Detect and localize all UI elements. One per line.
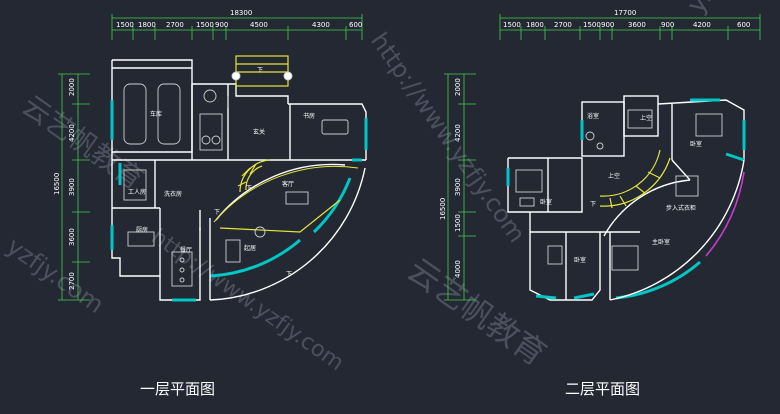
- dim-left-4: 3600: [68, 228, 76, 246]
- f2-dim-top-5: 900: [601, 21, 614, 29]
- f2-dim-top-9: 600: [737, 21, 750, 29]
- floor2-dimension-labels: 17700 1500 1800 2700 1500 900 3600 900 4…: [439, 9, 750, 278]
- floor1-stair: [213, 55, 359, 233]
- floor1-furniture: [123, 71, 349, 287]
- room-laundry: 洗衣房: [164, 190, 182, 198]
- floor2-stair: [599, 149, 671, 209]
- f2-dim-left-3: 3900: [454, 178, 462, 196]
- floor2-room-labels: 上空 浴室 卧室 卧室 上空 步入式衣柜 主卧室 卧室 下: [540, 112, 702, 264]
- watermark-cn-left: 云艺帆教育: [16, 89, 150, 196]
- floor1-dimensions: [58, 14, 363, 301]
- dim-top-2: 1800: [138, 21, 156, 29]
- room-dining: 餐厅: [180, 246, 192, 254]
- f2-dim-top-3: 2700: [554, 21, 572, 29]
- f2-dim-total-left: 16500: [439, 198, 447, 220]
- room-foyer: 玄关: [253, 128, 265, 136]
- watermark-domain-top: yzfjy: [681, 0, 740, 19]
- room-study: 书房: [303, 112, 315, 120]
- dim-left-5: 2700: [68, 272, 76, 290]
- dim-top-4: 1500: [196, 21, 214, 29]
- dim-total-left: 16500: [53, 173, 61, 195]
- f2-dim-left-2: 4200: [454, 124, 462, 142]
- f2-dim-top-2: 1800: [526, 21, 544, 29]
- floor2-fan-walls: [603, 159, 745, 301]
- f2-room-bedroom-b: 卧室: [540, 198, 552, 206]
- room-garage: 车库: [150, 110, 162, 118]
- f2-dim-top-4: 1500: [583, 21, 601, 29]
- f2-dim-top-7: 900: [661, 21, 674, 29]
- floor1-dimension-labels: 18300 1500 1800 2700 1500 900 4500 4300 …: [53, 9, 362, 290]
- dim-left-1: 2000: [68, 78, 76, 96]
- room-kitchen: 厨房: [136, 226, 148, 234]
- floor2-caption: 二层平面图: [565, 380, 641, 398]
- f2-dim-top-6: 3600: [628, 21, 646, 29]
- floor2-dimensions: [444, 14, 761, 301]
- f2-dim-top-8: 4200: [693, 21, 711, 29]
- room-drawing: 起居: [244, 244, 256, 252]
- floor1-room-labels: 车库 书房 玄关 工人房 洗衣房 客厅 厨房 餐厅 起居 下 下 下 下: [128, 67, 315, 278]
- f2-dim-total-top: 17700: [614, 9, 636, 17]
- floor1-caption: 一层平面图: [140, 380, 216, 398]
- f2-dim-left-1: 2000: [454, 78, 462, 96]
- floor2-furniture: [515, 109, 723, 271]
- f2-room-stair-void: 上空: [608, 172, 620, 180]
- dim-left-2: 4200: [68, 124, 76, 142]
- dim-top-1: 1500: [116, 21, 134, 29]
- mark-down-1: 下: [257, 67, 263, 74]
- f2-room-master: 主卧室: [652, 238, 670, 246]
- dim-left-3: 3900: [68, 178, 76, 196]
- dim-top-6: 4500: [250, 21, 268, 29]
- floor2-accent-wall: [705, 171, 745, 257]
- dim-top-3: 2700: [166, 21, 184, 29]
- floor1-walls: [111, 59, 367, 301]
- dim-top-7: 4300: [312, 21, 330, 29]
- f2-room-walk-in: 步入式衣柜: [666, 204, 696, 212]
- room-living: 客厅: [282, 180, 294, 188]
- room-maid: 工人房: [128, 188, 146, 196]
- f2-dim-left-5: 4000: [454, 260, 462, 278]
- dim-top-5: 900: [215, 21, 228, 29]
- f2-room-bedroom-a: 卧室: [690, 140, 702, 148]
- f2-mark-down: 下: [590, 201, 596, 208]
- f2-room-bedroom-c: 卧室: [574, 256, 586, 264]
- f2-room-void: 上空: [640, 114, 652, 122]
- watermark-domain-left: yzfjy.com: [2, 232, 109, 319]
- dim-total-top: 18300: [230, 9, 252, 17]
- f2-room-bath: 浴室: [587, 112, 599, 120]
- mark-down-2: 下: [246, 185, 252, 192]
- mark-down-4: 下: [286, 271, 292, 278]
- mark-down-3: 下: [214, 209, 220, 216]
- floor2-walls: [507, 95, 745, 301]
- f2-dim-left-4: 1500: [454, 214, 462, 232]
- f2-dim-top-1: 1500: [503, 21, 521, 29]
- dim-top-8: 600: [349, 21, 362, 29]
- floor1-windows: [110, 100, 368, 302]
